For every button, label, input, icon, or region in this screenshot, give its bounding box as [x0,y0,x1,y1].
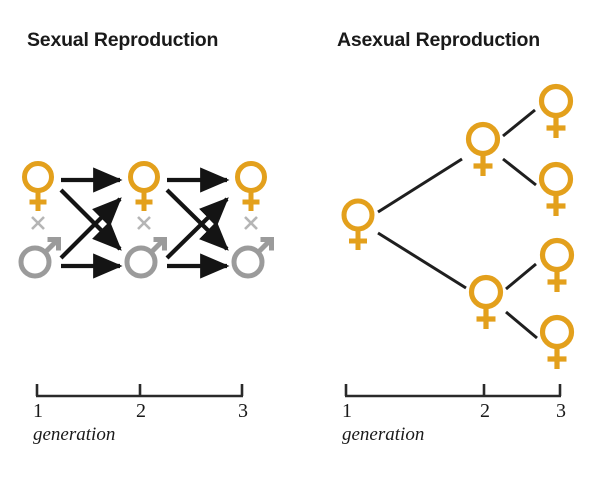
venus-symbol [128,161,160,211]
arrow-female-to-male [165,188,229,251]
mating-cross-icon [137,216,151,230]
arrow-male-to-female [165,197,229,260]
arrow-group-gen1-to-gen2 [59,167,123,279]
generation-axis-right [344,384,562,398]
venus-symbol-gen3-4 [539,314,575,369]
mars-symbol [231,237,274,279]
venus-symbol-gen2-lower [468,274,504,329]
gen2-pair-sexual [124,161,167,279]
axis-tick-label-left-3: 3 [238,400,248,422]
mars-symbol [124,237,167,279]
axis-tick-label-left-2: 2 [136,400,146,422]
tree-edge-group [377,108,538,340]
arrow-group-gen2-to-gen3 [165,167,230,279]
venus-symbol-gen3-3 [539,237,575,292]
mating-cross-icon [244,216,258,230]
venus-symbol-gen1-root [341,198,375,250]
gen1-pair-sexual [18,161,61,279]
gen3-pair-sexual [231,161,274,279]
tree-edge-upper-to-child2 [502,157,537,187]
venus-symbol-gen3-1 [538,83,574,138]
mating-cross-icon [31,216,45,230]
axis-label-right: generation [342,424,425,445]
panel-title-sexual: Sexual Reproduction [27,29,219,51]
axis-label-left: generation [33,424,116,445]
panel-title-asexual: Asexual Reproduction [337,29,540,51]
venus-symbol [22,161,54,211]
mars-symbol [18,237,61,279]
asexual-reproduction-diagram [341,83,575,398]
venus-symbol [235,161,267,211]
venus-symbol-gen2-upper [465,121,501,176]
tree-edge-lower-to-child1 [505,262,537,291]
arrow-female-to-male [59,188,122,251]
axis-tick-label-right-2: 2 [480,400,490,422]
axis-tick-label-right-1: 1 [342,400,352,422]
venus-symbol-gen3-2 [538,161,574,216]
tree-edge-lower-to-child2 [505,310,538,340]
axis-tick-label-right-3: 3 [556,400,566,422]
arrow-male-to-female [59,197,122,260]
axis-tick-label-left-1: 1 [33,400,43,422]
sexual-reproduction-diagram [18,161,274,398]
tree-edge-root-to-lower [377,231,467,290]
tree-edge-upper-to-child1 [502,108,536,138]
tree-edge-root-to-upper [377,157,463,214]
generation-axis-left [35,384,244,398]
